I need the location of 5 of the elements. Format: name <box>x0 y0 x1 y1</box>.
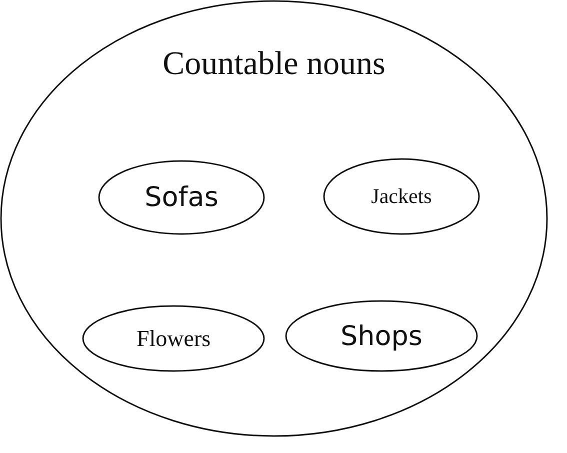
node-label: Sofas <box>144 182 218 213</box>
node-label: Jackets <box>371 184 432 209</box>
node-label: Shops <box>340 320 422 352</box>
node-label: Flowers <box>136 326 211 352</box>
node-label: Countable nouns <box>162 46 386 83</box>
